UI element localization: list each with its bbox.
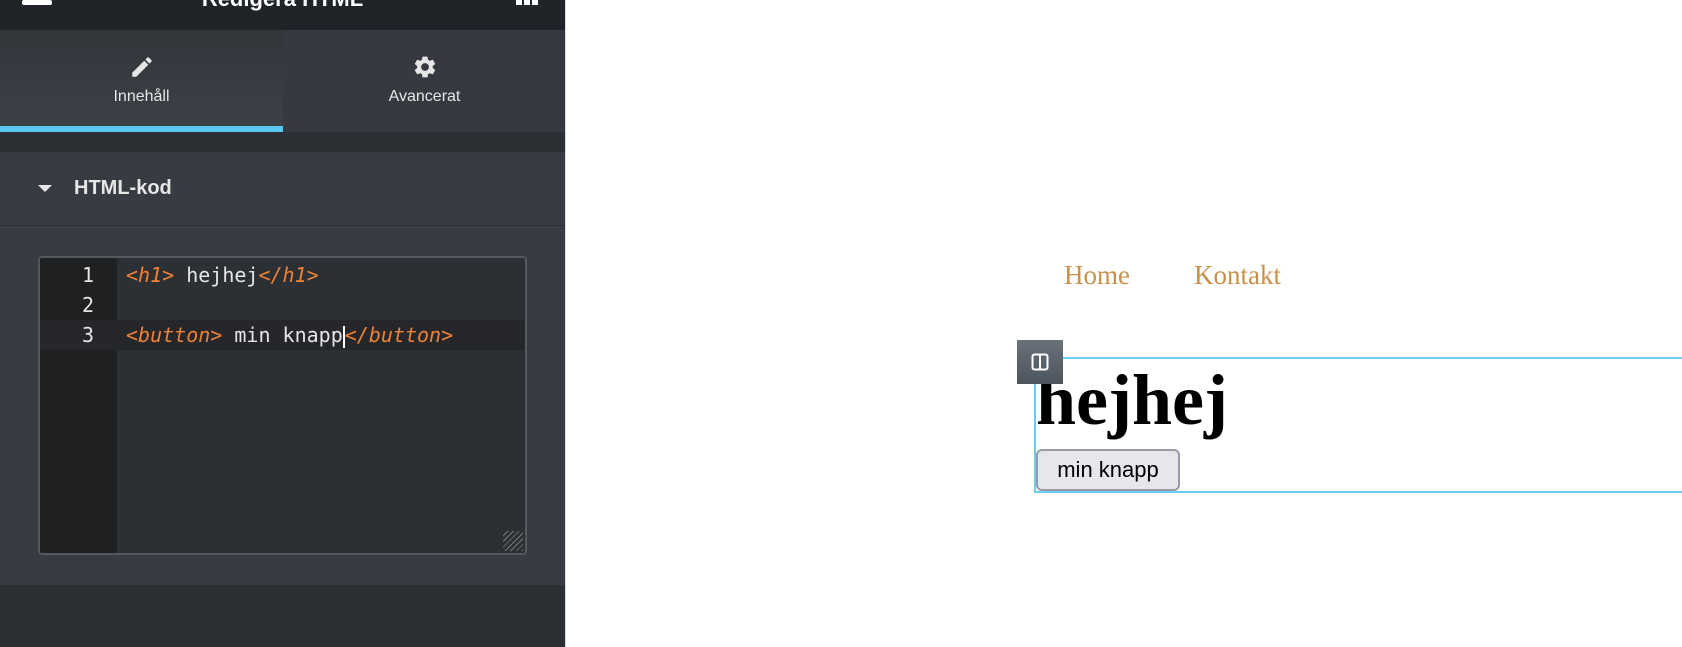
tab-label: Avancerat [388,88,461,105]
caret-down-icon [38,185,52,192]
tab-advanced[interactable]: Avancerat [283,30,566,132]
line-number: 2 [81,293,94,317]
panel-header: Redigera HTML [0,0,565,30]
code-text: min knapp [222,323,343,347]
preview-heading: hejhej [1036,360,1228,440]
gear-icon [414,56,435,78]
menu-icon[interactable] [22,0,52,5]
tab-content[interactable]: Innehåll [0,30,283,132]
pencil-icon [131,57,152,77]
editor-panel: Redigera HTML Innehåll Avancerat HTML-ko… [0,0,566,647]
preview-button[interactable]: min knapp [1036,449,1180,491]
column-handle[interactable] [1017,340,1063,384]
code-line[interactable]: 2 [40,290,525,320]
resize-handle[interactable] [503,531,523,551]
code-tag: </button> [344,323,454,347]
nav-link-kontakt[interactable]: Kontakt [1194,260,1281,290]
html-code-section: HTML-kod 1 <h1> hejhej</h1> 2 3 <button>… [0,152,565,585]
line-number: 1 [81,263,94,287]
code-line[interactable]: 1 <h1> hejhej</h1> [40,260,525,290]
panel-title: Redigera HTML [0,0,565,12]
nav-link-home[interactable]: Home [1064,260,1130,290]
line-gutter [40,258,117,553]
widgets-grid-icon[interactable] [516,0,538,5]
section-title: HTML-kod [74,177,172,199]
code-tag: </h1> [258,263,319,287]
preview-canvas [565,0,1682,647]
code-text: hejhej [174,263,259,287]
text-cursor [342,325,345,348]
columns-icon [1031,353,1049,371]
line-number: 3 [81,323,94,347]
code-tag: <button> [126,323,223,347]
code-line-active[interactable]: 3 <button> min knapp</button> [40,320,525,350]
section-toggle[interactable]: HTML-kod [0,152,565,226]
code-editor[interactable]: 1 <h1> hejhej</h1> 2 3 <button> min knap… [38,256,527,555]
tab-label: Innehåll [113,88,170,105]
code-tag: <h1> [126,263,175,287]
selected-widget-outline[interactable] [1034,357,1682,493]
